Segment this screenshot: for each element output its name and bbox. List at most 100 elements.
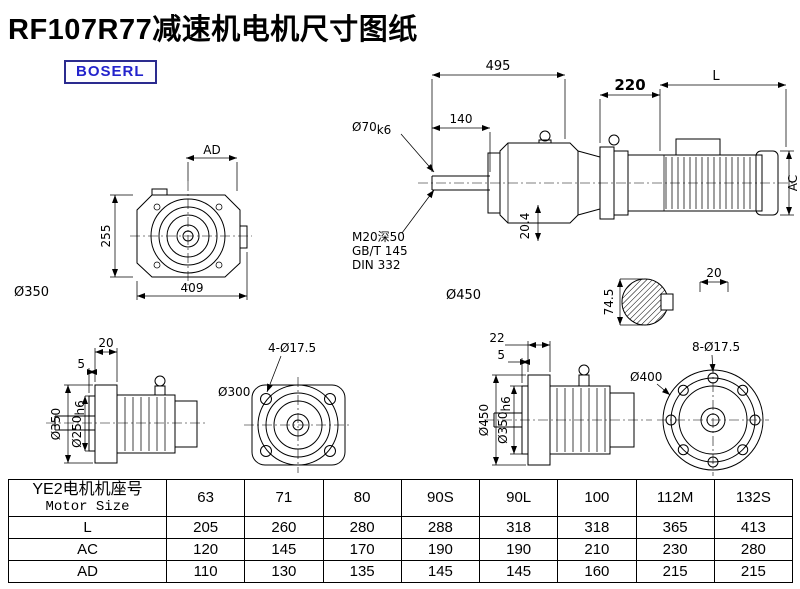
motor-terminal-box: [675, 138, 721, 156]
boserl-logo: BOSERL: [64, 60, 157, 84]
bolt-hole: [737, 384, 749, 396]
bolt-hole: [737, 444, 749, 456]
eye-base: [154, 385, 166, 396]
dim-5-label: 5: [497, 348, 505, 362]
keyway-slot: [660, 293, 674, 311]
square-flange-front-view: 4-Ø17.5 Ø300: [218, 341, 352, 473]
bolt-circle: [670, 377, 756, 463]
fan-cover: [755, 150, 779, 216]
dia-350-label: Ø350: [14, 285, 49, 300]
boserl-logo-text: BOSERL: [76, 63, 145, 80]
table-cell: 145: [400, 559, 481, 583]
table-cell: 110: [165, 559, 246, 583]
table-cell: 120: [165, 537, 246, 561]
dia-450-label: Ø450: [477, 404, 491, 436]
table-cell: 280: [713, 537, 794, 561]
spigot: [88, 395, 96, 452]
table-cell: 318: [478, 515, 559, 539]
bolt-hole: [324, 445, 336, 457]
rear-cap: [609, 392, 635, 448]
table-cell: 318: [557, 515, 637, 539]
dimension-table: YE2电机机座号 Motor Size 63 71 80 90S 90L 100…: [8, 479, 794, 583]
dia-250-sub: h6: [73, 400, 87, 415]
table-cell: 135: [322, 559, 402, 583]
shaft-dia-sub: k6: [377, 123, 392, 137]
flange-circle: [273, 400, 323, 450]
bolt-holes-label: 4-Ø17.5: [268, 341, 316, 355]
leader-line: [400, 133, 435, 173]
row-label-cell: AC: [8, 537, 167, 561]
table-row-AD: AD 110 130 135 145 145 160 215 215: [8, 559, 794, 583]
eye-base: [538, 139, 552, 144]
size-header-cell: 80: [322, 479, 402, 517]
dia-350-label: Ø350: [49, 408, 63, 440]
shaft-bore-circle: [706, 413, 720, 427]
table-cell: 190: [478, 537, 559, 561]
bolt-hole: [324, 393, 336, 405]
motor-size-header-cn: YE2电机机座号: [32, 481, 143, 498]
table-cell: 413: [713, 515, 794, 539]
shaft-circle: [176, 224, 200, 248]
size-header-cell: 100: [557, 479, 637, 517]
table-cell: 210: [557, 537, 637, 561]
gear-body: [116, 394, 176, 454]
leader-line: [266, 355, 282, 393]
dim-20-label: 20: [98, 336, 113, 350]
lifting-eye: [154, 375, 166, 387]
shaft-dia-main: Ø70: [352, 120, 377, 134]
flange-side-view-left: 20 5 Ø350 Ø250h6: [46, 336, 208, 464]
table-cell: 260: [244, 515, 324, 539]
table-cell: 145: [478, 559, 559, 583]
dim-22-label: 22: [489, 331, 504, 345]
table-row-L: L 205 260 280 288 318 318 365 413: [8, 515, 794, 539]
thread-note-line1: M20深50: [352, 230, 405, 244]
table-row-AC: AC 120 145 170 190 190 210 230 280: [8, 537, 794, 561]
flange-circle: [150, 198, 226, 274]
dim-ad-label: AD: [203, 143, 220, 157]
side-view-drawing: 495 140 Ø70k6 220 L AC M20深50 GB/T 145 D…: [352, 59, 800, 326]
shaft-circle: [286, 413, 310, 437]
technical-drawing: AD 255 409 Ø350: [14, 59, 800, 476]
bolt-hole: [153, 261, 161, 269]
motor-size-header-cell: YE2电机机座号 Motor Size: [8, 479, 167, 517]
spigot-circle: [678, 385, 748, 455]
row-label-cell: L: [8, 515, 167, 539]
side-tab: [240, 225, 248, 249]
bolt-holes-label: 8-Ø17.5: [692, 340, 740, 354]
size-header-cell: 90L: [478, 479, 559, 517]
dim-20-label: 20: [706, 266, 721, 280]
leader-line: [401, 189, 435, 234]
shaft-dia-label: Ø70k6: [352, 120, 391, 137]
dia-350h6-label: Ø350h6: [496, 396, 513, 444]
lifting-eye: [578, 364, 590, 376]
dia-350-main: Ø350: [496, 411, 510, 443]
flange-circle: [265, 392, 331, 458]
table-cell: 230: [635, 537, 715, 561]
dia-300-label: Ø300: [218, 385, 250, 399]
table-cell: 365: [635, 515, 715, 539]
thread-note-line2: GB/T 145: [352, 244, 408, 258]
dim-ac-label: AC: [786, 175, 800, 191]
dia-450-label: Ø450: [446, 288, 481, 303]
bolt-hole: [215, 261, 223, 269]
dim-220-label: 220: [614, 76, 645, 94]
dia-350-sub: h6: [499, 396, 513, 411]
table-cell: 215: [713, 559, 794, 583]
table-cell: 280: [322, 515, 402, 539]
gearbox-housing: [499, 142, 579, 224]
leader-line: [709, 354, 716, 373]
table-cell: 288: [400, 515, 481, 539]
bolt-hole: [677, 444, 689, 456]
size-header-cell: 112M: [635, 479, 715, 517]
dia-250h6-label: Ø250h6: [70, 400, 87, 448]
bolt-hole: [707, 456, 719, 468]
rear-cap: [174, 400, 198, 448]
table-cell: 205: [165, 515, 246, 539]
lifting-eye: [539, 130, 551, 142]
bolt-hole: [707, 372, 719, 384]
bolt-hole: [665, 414, 677, 426]
table-cell: 215: [635, 559, 715, 583]
page-title: RF107R77减速机电机尺寸图纸: [8, 14, 418, 46]
dia-400-label: Ø400: [630, 370, 662, 384]
eye-base: [578, 374, 590, 387]
